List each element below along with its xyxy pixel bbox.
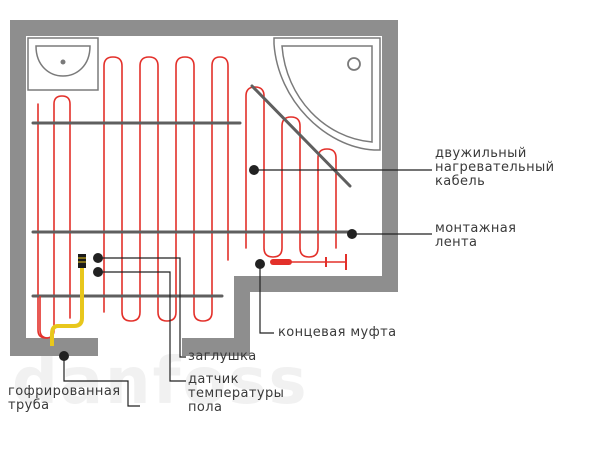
dot-sensor <box>93 267 103 277</box>
shower-drain <box>347 57 361 71</box>
leader-dots <box>59 165 357 361</box>
label-corrugated-pipe: гофрированная труба <box>8 385 120 413</box>
cable-feed <box>39 296 49 339</box>
floor-sensor-icon <box>78 254 86 268</box>
label-line: заглушка <box>188 349 257 364</box>
end-coupling <box>270 254 347 270</box>
leader-lines <box>63 169 432 407</box>
cable-run-center <box>103 56 229 322</box>
label-line: нагревательный <box>435 160 555 175</box>
end-coupling-body <box>270 259 292 265</box>
mounting-tapes <box>31 84 357 298</box>
label-line: монтажная <box>435 221 517 236</box>
label-line: гофрированная <box>8 384 121 399</box>
label-floor-sensor: датчик температуры пола <box>188 373 284 415</box>
pipe-path <box>50 268 84 346</box>
dot-end-coupling <box>255 259 265 269</box>
dot-plug <box>93 253 103 263</box>
label-mounting-tape: монтажная лента <box>435 222 516 250</box>
label-two-core-cable: двужильный нагревательный кабель <box>435 147 555 189</box>
dot-cable <box>249 165 259 175</box>
sink-drain <box>60 59 66 65</box>
corrugated-pipe <box>50 254 86 346</box>
sink-icon <box>27 37 99 91</box>
leader-sensor <box>98 271 186 382</box>
label-line: пола <box>188 400 223 415</box>
label-plug: заглушка <box>188 350 257 364</box>
cable-run-left <box>37 95 71 339</box>
label-line: кабель <box>435 174 486 189</box>
leader-pipe <box>63 356 140 407</box>
label-end-coupling: концевая муфта <box>278 326 397 340</box>
leader-end-coupling <box>259 264 274 334</box>
label-line: температуры <box>188 386 285 401</box>
dot-pipe <box>59 351 69 361</box>
dot-tape <box>347 229 357 239</box>
mounting-tape-diagonal <box>250 84 352 188</box>
label-line: концевая муфта <box>278 325 397 340</box>
label-line: двужильный <box>435 146 527 161</box>
shower-basin <box>281 45 373 143</box>
label-line: труба <box>8 398 50 413</box>
shower-tray-icon <box>273 37 381 151</box>
label-line: датчик <box>188 372 239 387</box>
label-line: лента <box>435 235 478 250</box>
leader-plug <box>98 257 186 358</box>
